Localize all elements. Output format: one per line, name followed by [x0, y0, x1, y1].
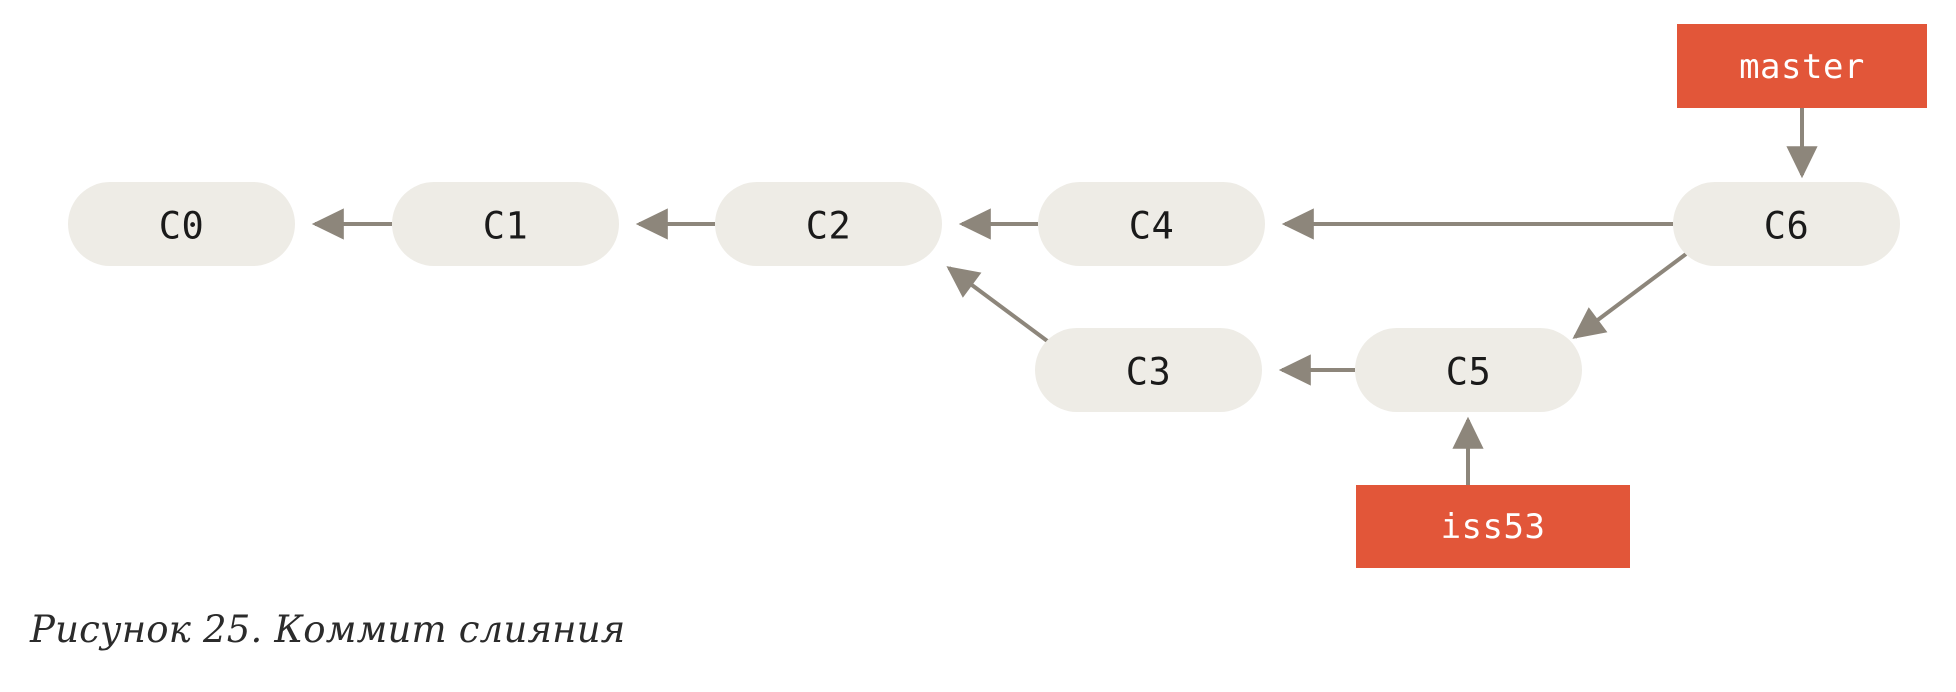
- commit-node-c5[interactable]: C5: [1355, 328, 1582, 412]
- edges-layer: [311, 108, 1818, 485]
- commit-node-c1[interactable]: C1: [392, 182, 619, 266]
- commit-label-c2: C2: [806, 205, 852, 248]
- branch-label-iss53[interactable]: iss53: [1356, 485, 1630, 568]
- branch-label-iss53-text: iss53: [1441, 507, 1546, 547]
- commit-label-c1: C1: [483, 205, 529, 248]
- branch-label-master[interactable]: master: [1677, 24, 1927, 108]
- commit-nodes-layer: C0 C1 C2 C3 C4 C5: [68, 182, 1900, 412]
- commit-node-c2[interactable]: C2: [715, 182, 942, 266]
- commit-label-c3: C3: [1126, 351, 1172, 394]
- edge-c3-to-c2: [946, 266, 1052, 345]
- commit-node-c3[interactable]: C3: [1035, 328, 1262, 412]
- commit-node-c0[interactable]: C0: [68, 182, 295, 266]
- edge-c6-to-c5: [1572, 252, 1688, 339]
- commit-label-c5: C5: [1446, 351, 1492, 394]
- commit-graph: C0 C1 C2 C3 C4 C5: [68, 24, 1927, 568]
- commit-label-c4: C4: [1129, 205, 1175, 248]
- branch-label-master-text: master: [1739, 47, 1865, 87]
- figure-caption: Рисунок 25. Коммит слияния: [30, 608, 626, 651]
- commit-node-c6[interactable]: C6: [1673, 182, 1900, 266]
- commit-node-c4[interactable]: C4: [1038, 182, 1265, 266]
- branch-labels-layer: master iss53: [1356, 24, 1927, 568]
- commit-label-c6: C6: [1764, 205, 1810, 248]
- commit-label-c0: C0: [159, 205, 205, 248]
